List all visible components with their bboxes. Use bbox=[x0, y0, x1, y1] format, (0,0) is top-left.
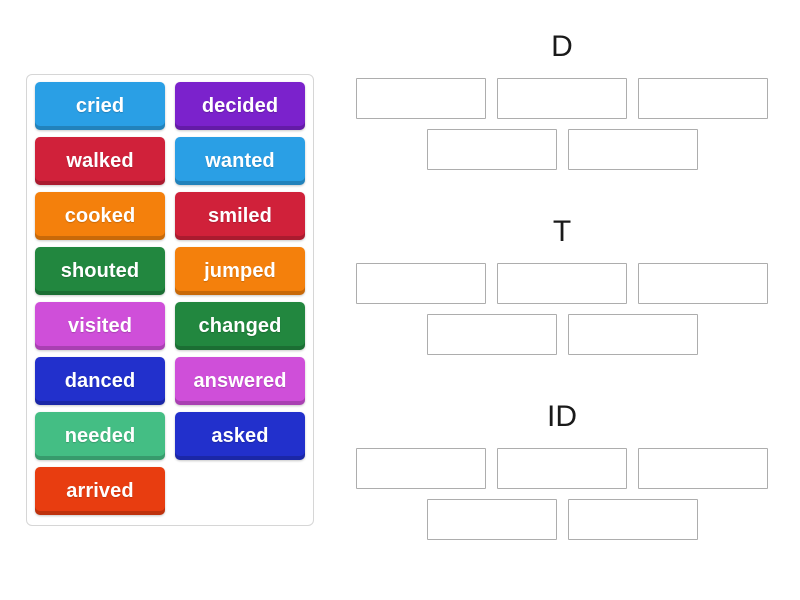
drop-slot[interactable] bbox=[638, 263, 768, 304]
drop-slot[interactable] bbox=[497, 263, 627, 304]
drop-slot[interactable] bbox=[567, 129, 698, 170]
drop-slot[interactable] bbox=[356, 263, 486, 304]
group-title: D bbox=[551, 30, 573, 63]
drop-group-d: D bbox=[352, 30, 772, 180]
group-slot-rows bbox=[352, 263, 772, 355]
slot-row bbox=[352, 314, 772, 355]
empty-tile-slot bbox=[175, 467, 305, 515]
word-tile[interactable]: wanted bbox=[175, 137, 305, 185]
slot-row bbox=[352, 78, 772, 119]
drop-slot[interactable] bbox=[638, 78, 768, 119]
drop-group-id: ID bbox=[352, 400, 772, 550]
word-tile[interactable]: walked bbox=[35, 137, 165, 185]
group-slot-rows bbox=[352, 448, 772, 540]
word-tile[interactable]: needed bbox=[35, 412, 165, 460]
word-tile[interactable]: asked bbox=[175, 412, 305, 460]
drop-slot[interactable] bbox=[638, 448, 768, 489]
slot-row bbox=[352, 448, 772, 489]
slot-row bbox=[352, 263, 772, 304]
word-tile[interactable]: cried bbox=[35, 82, 165, 130]
drop-slot[interactable] bbox=[426, 499, 557, 540]
group-title: ID bbox=[547, 400, 577, 433]
word-tile[interactable]: shouted bbox=[35, 247, 165, 295]
word-tile[interactable]: visited bbox=[35, 302, 165, 350]
drop-slot[interactable] bbox=[356, 78, 486, 119]
word-tile[interactable]: cooked bbox=[35, 192, 165, 240]
drop-slot[interactable] bbox=[426, 314, 557, 355]
group-title: T bbox=[552, 215, 572, 248]
word-tile[interactable]: changed bbox=[175, 302, 305, 350]
drop-slot[interactable] bbox=[497, 448, 627, 489]
slot-row bbox=[352, 129, 772, 170]
drop-slot[interactable] bbox=[426, 129, 557, 170]
drop-slot[interactable] bbox=[567, 499, 698, 540]
group-slot-rows bbox=[352, 78, 772, 170]
word-tile[interactable]: danced bbox=[35, 357, 165, 405]
word-tile[interactable]: arrived bbox=[35, 467, 165, 515]
slot-row bbox=[352, 499, 772, 540]
word-tile[interactable]: jumped bbox=[175, 247, 305, 295]
drop-slot[interactable] bbox=[356, 448, 486, 489]
word-tile[interactable]: answered bbox=[175, 357, 305, 405]
drop-slot[interactable] bbox=[567, 314, 698, 355]
drop-group-t: T bbox=[352, 215, 772, 365]
word-tile[interactable]: decided bbox=[175, 82, 305, 130]
word-tile[interactable]: smiled bbox=[175, 192, 305, 240]
drop-slot[interactable] bbox=[497, 78, 627, 119]
